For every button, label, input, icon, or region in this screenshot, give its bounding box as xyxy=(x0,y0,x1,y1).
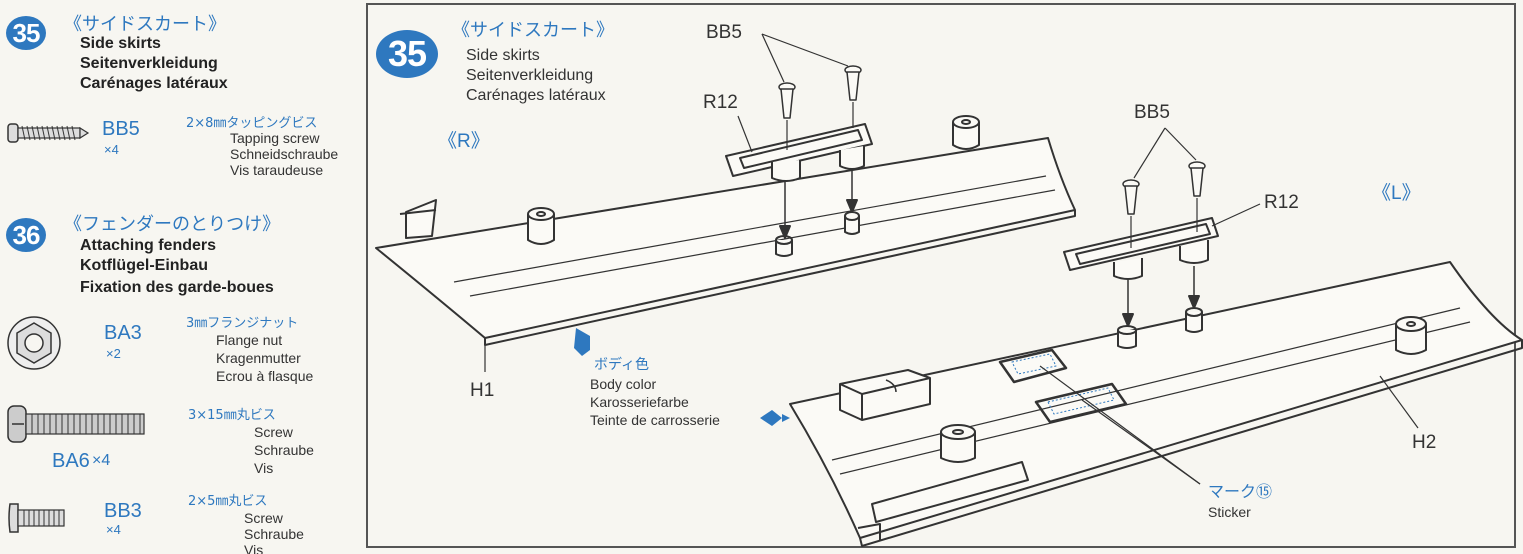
part-name-fr-ba6: Vis xyxy=(254,460,274,476)
step-36-badge: 36 xyxy=(6,218,46,252)
sticker-leader-lines xyxy=(1039,365,1201,485)
small-screw-icon xyxy=(8,503,65,533)
part-name-de-ba6: Schraube xyxy=(254,442,314,458)
part-name-jp-bb5: 2×8㎜タッピングビス xyxy=(186,116,318,131)
step-36-title-fr: Fixation des garde-boues xyxy=(80,279,274,296)
screws-bb5-top-drawing xyxy=(761,33,862,150)
label-h1: H1 xyxy=(470,380,495,401)
skirt-h1-drawing xyxy=(375,115,1076,372)
main-step-35-badge: 35 xyxy=(376,30,438,78)
part-name-fr-bb3: Vis xyxy=(244,542,264,554)
part-code-ba6: BA6 xyxy=(52,450,90,472)
main-step-title-fr: Carénages latéraux xyxy=(466,87,606,104)
paint-note-en: Body color xyxy=(590,376,657,392)
part-name-fr-ba3: Ecrou à flasque xyxy=(216,368,314,384)
part-name-en-bb3: Screw xyxy=(244,510,283,526)
part-code-bb3: BB3 xyxy=(104,500,142,522)
paint-note-fr: Teinte de carrosserie xyxy=(590,412,720,428)
part-code-bb5: BB5 xyxy=(102,118,140,140)
part-name-en-ba3: Flange nut xyxy=(216,332,283,348)
part-name-fr-bb5: Vis taraudeuse xyxy=(230,162,324,178)
part-name-jp-bb3: 2×5㎜丸ビス xyxy=(188,494,268,509)
machine-screw-icon xyxy=(7,405,145,443)
step-35-title-fr: Carénages latéraux xyxy=(80,75,228,92)
label-bb5-right: BB5 xyxy=(1134,102,1170,123)
skirt-h2-drawing xyxy=(789,261,1523,547)
step-36-title-jp: 《フェンダーのとりつけ》 xyxy=(64,214,281,235)
part-r12-right-drawing xyxy=(1063,203,1261,280)
arrows-right-drawing xyxy=(1122,266,1200,327)
step-35-badge: 35 xyxy=(6,16,46,50)
diagram-frame xyxy=(366,3,1516,548)
step-36-title-en: Attaching fenders xyxy=(80,237,217,254)
step-35-title-jp: 《サイドスカート》 xyxy=(64,14,226,35)
side-left-label: 《L》 xyxy=(1372,183,1421,204)
part-qty-ba3: ×2 xyxy=(106,346,121,361)
paint-note-jp: ボディ色 xyxy=(594,357,650,373)
arrows-top-drawing xyxy=(779,170,858,239)
part-qty-ba6: ×4 xyxy=(92,452,111,469)
main-step-title-de: Seitenverkleidung xyxy=(466,67,594,84)
paint-note-de: Karosseriefarbe xyxy=(590,394,689,410)
part-name-en-ba6: Screw xyxy=(254,424,293,440)
main-step-title-en: Side skirts xyxy=(466,47,540,64)
part-name-de-ba3: Kragenmutter xyxy=(216,350,301,366)
side-right-label: 《R》 xyxy=(438,131,490,152)
part-name-en-bb5: Tapping screw xyxy=(230,130,320,146)
sticker-note-jp: マーク⑮ xyxy=(1208,482,1273,501)
label-r12-top: R12 xyxy=(703,92,738,113)
sticker-note-en: Sticker xyxy=(1208,504,1251,520)
part-name-de-bb5: Schneidschraube xyxy=(230,146,339,162)
label-h2: H2 xyxy=(1412,432,1437,453)
paint-drop-arrow-icon xyxy=(760,410,790,426)
step-35-title-en: Side skirts xyxy=(80,35,161,52)
part-name-jp-ba3: 3㎜フランジナット xyxy=(186,316,299,331)
part-name-de-bb3: Schraube xyxy=(244,526,304,542)
step-35-title-de: Seitenverkleidung xyxy=(80,55,218,72)
part-code-ba3: BA3 xyxy=(104,322,142,344)
tapping-screw-icon xyxy=(7,123,90,143)
step-36-title-de: Kotflügel-Einbau xyxy=(80,257,208,274)
screws-bb5-right-drawing xyxy=(1122,127,1206,248)
part-name-jp-ba6: 3×15㎜丸ビス xyxy=(188,408,276,423)
flange-nut-icon xyxy=(7,316,61,370)
part-qty-bb3: ×4 xyxy=(106,522,121,537)
label-r12-right: R12 xyxy=(1264,192,1299,213)
label-bb5-top: BB5 xyxy=(706,22,742,43)
paint-drop-icon xyxy=(574,328,590,356)
main-step-title-jp: 《サイドスカート》 xyxy=(452,20,614,41)
part-qty-bb5: ×4 xyxy=(104,142,119,157)
part-r12-top-drawing xyxy=(725,115,873,182)
